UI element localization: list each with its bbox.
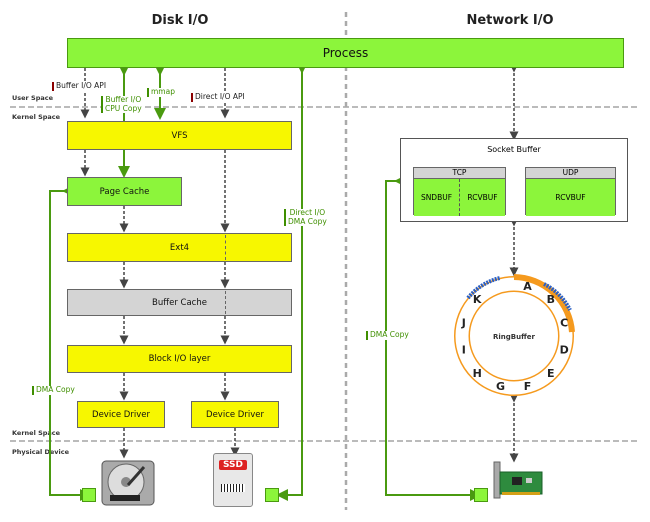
buffer-io-api-label: Buffer I/O API (52, 81, 109, 91)
udp-header: UDP (526, 168, 615, 179)
buffer-io-cpu-copy-label: Buffer I/O CPU Copy (101, 95, 144, 113)
buffer-cache-box: Buffer Cache (67, 289, 292, 316)
process-box: Process (67, 38, 624, 68)
ring-letter-f: F (524, 380, 532, 393)
ring-letter-k: K (473, 293, 482, 306)
disk-io-header: Disk I/O (151, 13, 209, 28)
network-io-header: Network I/O (466, 13, 554, 28)
direct-io-label-line-2: DMA Copy (288, 216, 327, 226)
ring-letter-j: J (461, 317, 466, 330)
hdd-endpoint (82, 488, 96, 502)
sndbuf-cell: SNDBUF (414, 179, 460, 216)
buffer-cache-divider (225, 291, 226, 314)
mmap-label: mmap (147, 87, 177, 97)
buffer-io-label-line-1: Buffer I/O (105, 95, 142, 104)
ring-letter-i: I (462, 344, 466, 357)
dma-copy-network-label: DMA Copy (366, 330, 411, 340)
ssd-icon: SSD (213, 453, 253, 507)
hard-disk-icon (101, 460, 155, 506)
socket-buffer-title: Socket Buffer (487, 145, 541, 154)
ring-letter-e: E (547, 367, 555, 380)
vfs-box: VFS (67, 121, 292, 150)
tcp-group: TCP SNDBUF RCVBUF (413, 167, 506, 216)
direct-io-dma-copy-label: Direct I/O DMA Copy (284, 208, 329, 226)
ring-buffer-diagram: RingBuffer A BC DE F G HI JK (454, 274, 575, 396)
device-driver-box-2: Device Driver (191, 401, 279, 428)
udp-group: UDP RCVBUF (525, 167, 616, 216)
ssd-icon-label: SSD (219, 460, 247, 470)
ext4-box: Ext4 (67, 233, 292, 262)
udp-rcvbuf-cell: RCVBUF (526, 179, 615, 216)
direct-io-api-label: Direct I/O API (191, 92, 247, 102)
ssd-endpoint (265, 488, 279, 502)
ext4-divider (225, 235, 226, 260)
buffer-io-label-line-2: CPU Copy (105, 103, 142, 113)
ring-letter-g: G (496, 380, 505, 393)
user-space-label: User Space (12, 94, 54, 102)
block-io-layer-box: Block I/O layer (67, 345, 292, 373)
page-cache-box: Page Cache (67, 177, 182, 206)
ssd-barcode (221, 484, 245, 492)
ring-letter-b: B (547, 293, 555, 306)
ring-letter-a: A (523, 280, 532, 293)
ring-letter-c: C (560, 317, 568, 330)
nic-endpoint (474, 488, 488, 502)
physical-device-label: Physical Device (12, 448, 69, 456)
kernel-space-bottom-label: Kernel Space (12, 429, 61, 437)
network-card-icon (493, 461, 543, 499)
dma-copy-left-label: DMA Copy (32, 385, 77, 395)
ring-buffer-label: RingBuffer (493, 333, 536, 341)
ring-letter-h: H (473, 367, 482, 380)
kernel-space-label: Kernel Space (12, 113, 61, 121)
tcp-rcvbuf-cell: RCVBUF (460, 179, 505, 216)
ring-letter-d: D (560, 344, 569, 357)
direct-io-label-line-1: Direct I/O (289, 208, 326, 217)
device-driver-box-1: Device Driver (77, 401, 165, 428)
tcp-header: TCP (414, 168, 505, 179)
